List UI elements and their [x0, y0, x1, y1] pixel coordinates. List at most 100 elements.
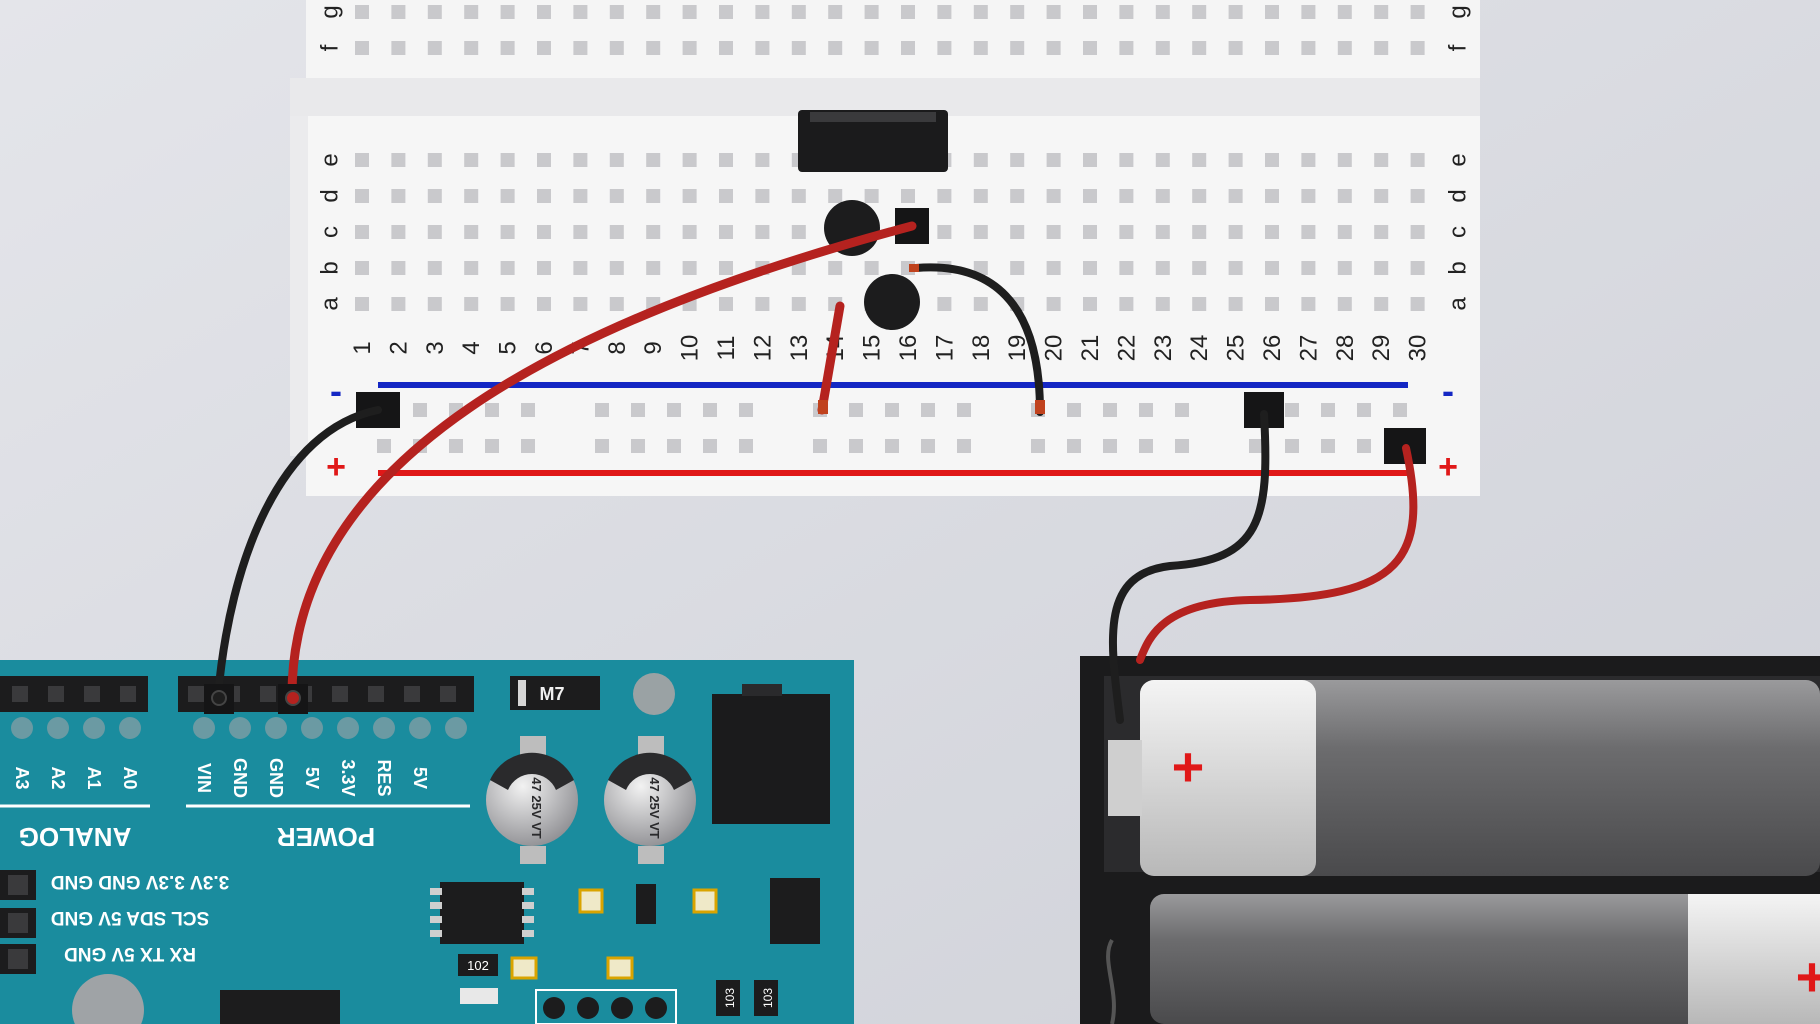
hole	[1301, 41, 1316, 55]
hole	[1010, 225, 1025, 239]
hole	[573, 153, 588, 167]
hole	[427, 189, 442, 203]
hole	[682, 41, 697, 55]
battery-plus-sign: +	[1172, 735, 1205, 798]
hole	[1083, 189, 1097, 203]
hole	[864, 5, 879, 19]
rail-hole	[1357, 403, 1371, 417]
power-pin-label: VIN	[194, 763, 214, 793]
analog-pin-label: A2	[48, 766, 68, 789]
hole	[682, 153, 697, 167]
hole	[1192, 41, 1207, 55]
hole	[864, 189, 879, 203]
analog-pin-label: A3	[12, 766, 32, 789]
hole	[1010, 189, 1025, 203]
red-wire-battery	[1136, 444, 1418, 664]
hole	[1301, 297, 1316, 311]
rail-hole	[1321, 439, 1335, 453]
hole	[1119, 5, 1134, 19]
rail-hole	[377, 439, 391, 453]
power-pin-label: RES	[374, 759, 394, 796]
hole	[1046, 153, 1061, 167]
hole	[391, 153, 406, 167]
hole	[500, 189, 515, 203]
resistor-103-b	[754, 980, 778, 1016]
hole	[1119, 189, 1134, 203]
power-pin-label: GND	[230, 758, 250, 798]
rail-plus-right: +	[1438, 448, 1458, 486]
hole	[609, 225, 624, 239]
rail-hole	[957, 403, 971, 417]
rail-hole	[703, 403, 717, 417]
hole	[937, 225, 952, 239]
hole	[391, 5, 406, 19]
hole	[609, 41, 624, 55]
hole	[1337, 261, 1352, 275]
hole	[1046, 41, 1061, 55]
row-letter: d	[1445, 189, 1472, 202]
hole	[1192, 261, 1207, 275]
hole	[1010, 41, 1025, 55]
rail-hole	[449, 439, 463, 453]
hole	[1119, 297, 1134, 311]
column-number: 11	[713, 336, 740, 361]
row-letter: c	[317, 226, 344, 238]
hole	[973, 225, 988, 239]
hole	[1010, 153, 1025, 167]
rail-hole	[1321, 403, 1335, 417]
hole	[1374, 225, 1389, 239]
hole	[391, 189, 406, 203]
voltage-regulator	[770, 878, 820, 944]
hole	[937, 297, 952, 311]
hole	[573, 41, 588, 55]
hole	[609, 261, 624, 275]
hole	[500, 297, 515, 311]
rail-hole	[521, 439, 535, 453]
hole	[427, 297, 442, 311]
hole	[1083, 41, 1097, 55]
hole	[1192, 5, 1207, 19]
hole	[1265, 261, 1279, 275]
rail-hole	[485, 439, 499, 453]
rail-minus-right: -	[1442, 370, 1454, 411]
hole	[427, 41, 442, 55]
hole	[1083, 297, 1097, 311]
hole	[609, 189, 624, 203]
column-number: 4	[458, 341, 485, 354]
rail-hole	[703, 439, 717, 453]
hole	[537, 5, 551, 19]
capacitor-1	[486, 736, 578, 864]
rail-hole	[521, 403, 535, 417]
hole	[1265, 41, 1279, 55]
hole	[1410, 153, 1425, 167]
column-number: 15	[859, 335, 886, 362]
hole	[1410, 189, 1425, 203]
hole	[864, 41, 879, 55]
hole	[1337, 189, 1352, 203]
column-number: 21	[1077, 335, 1104, 362]
hole	[973, 189, 988, 203]
hole	[1083, 261, 1097, 275]
hole	[719, 261, 733, 275]
hole	[391, 261, 406, 275]
hole	[901, 5, 915, 19]
hole	[791, 297, 806, 311]
hole	[1410, 297, 1425, 311]
negative-rail-line	[378, 382, 1408, 388]
hole	[609, 297, 624, 311]
rail-hole	[921, 439, 935, 453]
row-letter: b	[317, 261, 344, 274]
hole	[1010, 261, 1025, 275]
row-letter: b	[1445, 261, 1472, 274]
hole	[791, 189, 806, 203]
red-wire-5v	[287, 221, 917, 703]
hole	[719, 297, 733, 311]
hole	[1265, 153, 1279, 167]
power-title: POWER	[277, 822, 375, 852]
column-number: 25	[1223, 335, 1250, 362]
row-letter: d	[317, 189, 344, 202]
rail-hole	[1249, 439, 1263, 453]
hole	[973, 297, 988, 311]
hole	[646, 189, 661, 203]
